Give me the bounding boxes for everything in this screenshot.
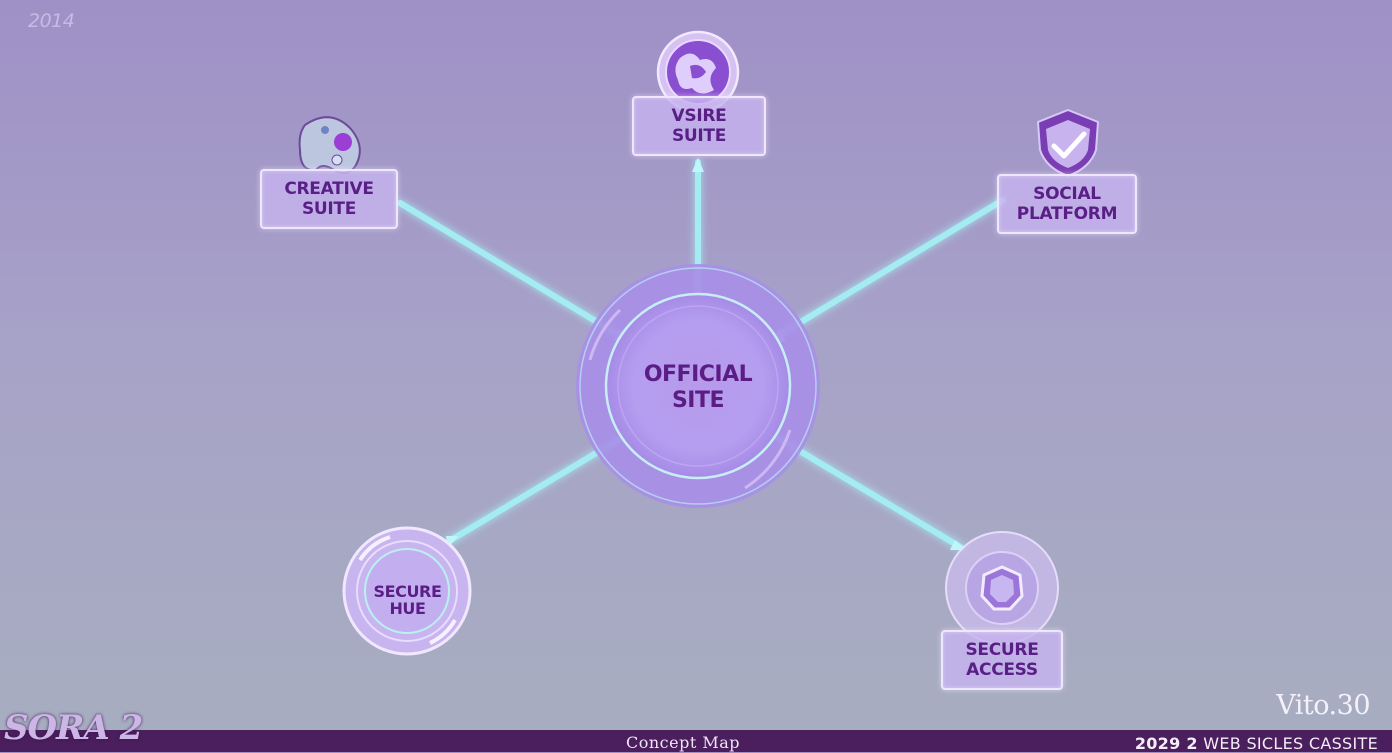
version-label: Vito.30 (1276, 690, 1370, 721)
palette-icon (298, 116, 361, 175)
footer-year: 2029 2 (1134, 734, 1198, 753)
hub-node[interactable] (576, 264, 820, 508)
ring-icon[interactable] (342, 526, 472, 656)
hub-label: OFFICIAL SITE (643, 362, 753, 413)
node-social-platform[interactable]: SOCIAL PLATFORM (997, 174, 1137, 234)
brand-logo: SORA 2 (4, 708, 143, 748)
node-creative-label: CREATIVE SUITE (284, 179, 374, 219)
node-secure-access[interactable]: SECURE ACCESS (941, 630, 1063, 690)
node-social-label: SOCIAL PLATFORM (1016, 184, 1118, 224)
arrow-top (692, 158, 704, 172)
footer-caption: Concept Map (626, 733, 741, 752)
connector-left (397, 200, 625, 340)
shield-check-icon (1036, 108, 1100, 178)
node-creative-suite[interactable]: CREATIVE SUITE (260, 169, 398, 229)
connector-bottom-right (775, 435, 965, 551)
corner-year-label: 2014 (28, 10, 75, 32)
footer-right-text: 2029 2 WEB SICLES CASSITE (1135, 734, 1378, 753)
connectors (397, 159, 1006, 551)
connector-bottom-left (443, 437, 621, 546)
hexagon-icon[interactable] (945, 531, 1059, 645)
connector-right (773, 197, 1006, 340)
node-secure-access-label: SECURE ACCESS (965, 640, 1039, 680)
footer-bar (0, 730, 1392, 752)
footer-site: WEB SICLES CASSITE (1203, 734, 1378, 753)
node-secure-hue-label: SECURE HUE (373, 582, 442, 618)
node-top-suite[interactable]: VSIRE SUITE (632, 96, 766, 156)
node-top-label: VSIRE SUITE (671, 106, 727, 146)
